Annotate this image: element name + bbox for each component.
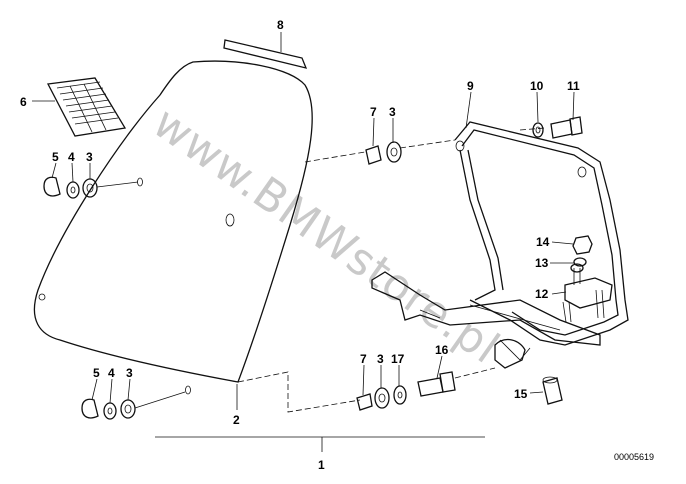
callout-5-lower: 5 <box>93 366 100 380</box>
callout-1: 1 <box>318 458 325 472</box>
top-bolt-set <box>532 116 583 139</box>
callout-12: 12 <box>535 287 549 301</box>
callout-17: 17 <box>391 352 405 366</box>
callout-4-upper: 4 <box>68 150 75 164</box>
sleeve-part <box>542 376 563 405</box>
callout-3-upper-spacer: 3 <box>389 105 396 119</box>
callout-14: 14 <box>536 235 550 249</box>
callout-labels: 1 2 3 3 3 3 4 4 5 5 6 7 7 8 9 10 11 12 1… <box>20 18 580 472</box>
callout-6: 6 <box>20 95 27 109</box>
callout-11: 11 <box>567 79 580 93</box>
connection-line-lower <box>237 371 361 413</box>
callout-13: 13 <box>535 256 549 270</box>
connection-line-upper <box>304 151 366 163</box>
watermark-text: www.BMWstore.pl <box>144 97 509 374</box>
callout-2: 2 <box>233 413 240 427</box>
callout-15: 15 <box>514 387 528 401</box>
callout-16: 16 <box>435 343 449 357</box>
callout-3-lower-left: 3 <box>126 366 133 380</box>
upper-spacer-set <box>365 141 402 165</box>
callout-4-lower: 4 <box>108 366 115 380</box>
leader-lines <box>32 32 575 452</box>
drawing-number: 00005619 <box>614 452 654 462</box>
callout-3-upper-left: 3 <box>86 150 93 164</box>
callout-9: 9 <box>467 79 474 93</box>
callout-10: 10 <box>530 79 544 93</box>
callout-8: 8 <box>277 18 284 32</box>
callout-7-upper: 7 <box>370 105 377 119</box>
vent-grille-part <box>46 77 127 137</box>
upper-fastener-set <box>43 176 139 199</box>
windshield-part <box>33 60 313 395</box>
callout-7-lower: 7 <box>360 352 367 366</box>
callout-5-upper: 5 <box>52 150 59 164</box>
connection-line-bracket <box>399 139 456 149</box>
lower-fastener-set <box>81 391 186 420</box>
connection-line-bolt <box>454 367 496 379</box>
mounting-bracket-part <box>371 121 629 369</box>
lower-spacer-set <box>356 371 456 411</box>
callout-3-lower-spacer: 3 <box>377 352 384 366</box>
stud-mount-set <box>562 235 613 323</box>
edge-strip-part <box>223 39 308 69</box>
